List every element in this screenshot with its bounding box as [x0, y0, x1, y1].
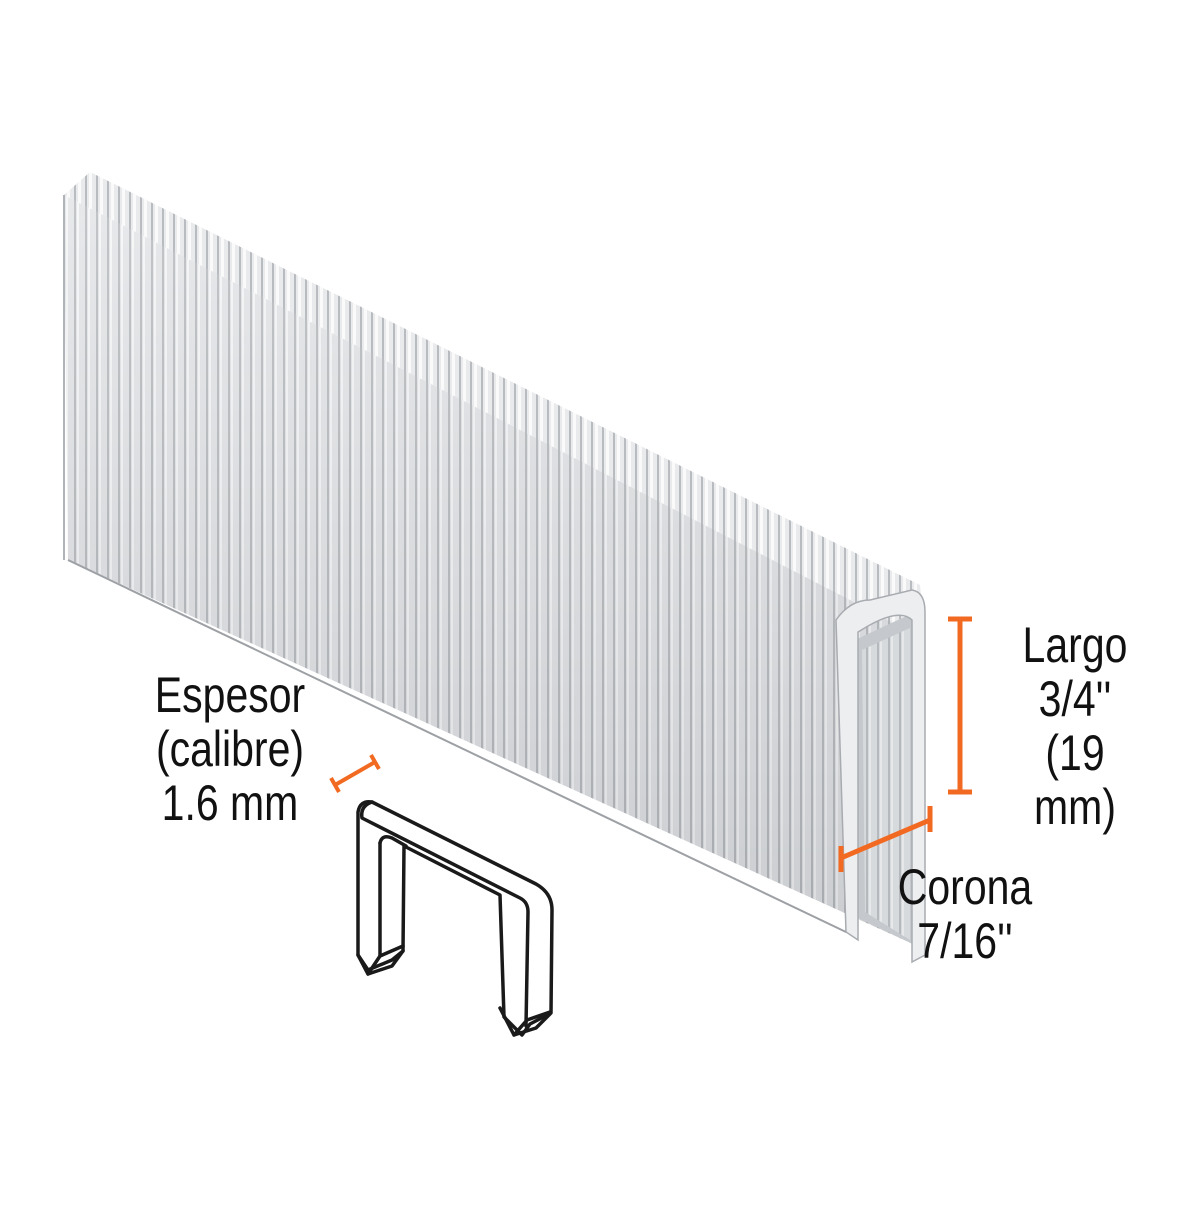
espesor-subtitle: (calibre) [155, 721, 305, 777]
espesor-dimension-marker [329, 754, 381, 793]
largo-metric: (19 mm) [1034, 725, 1116, 835]
corona-label: Corona 7/16'' [887, 860, 1043, 968]
corona-value: 7/16'' [917, 913, 1013, 969]
corona-dimension-marker [838, 806, 933, 872]
largo-value: 3/4'' [1038, 671, 1112, 727]
largo-title: Largo [1022, 617, 1128, 673]
espesor-value: 1.6 mm [161, 775, 299, 831]
largo-label: Largo 3/4'' (19 mm) [1001, 618, 1149, 834]
corona-title: Corona [897, 859, 1033, 915]
espesor-label: Espesor (calibre) 1.6 mm [140, 668, 320, 830]
single-staple-drawing [356, 799, 554, 1037]
staple-strip [63, 172, 926, 964]
espesor-title: Espesor [154, 667, 306, 723]
largo-dimension-marker [948, 616, 972, 795]
